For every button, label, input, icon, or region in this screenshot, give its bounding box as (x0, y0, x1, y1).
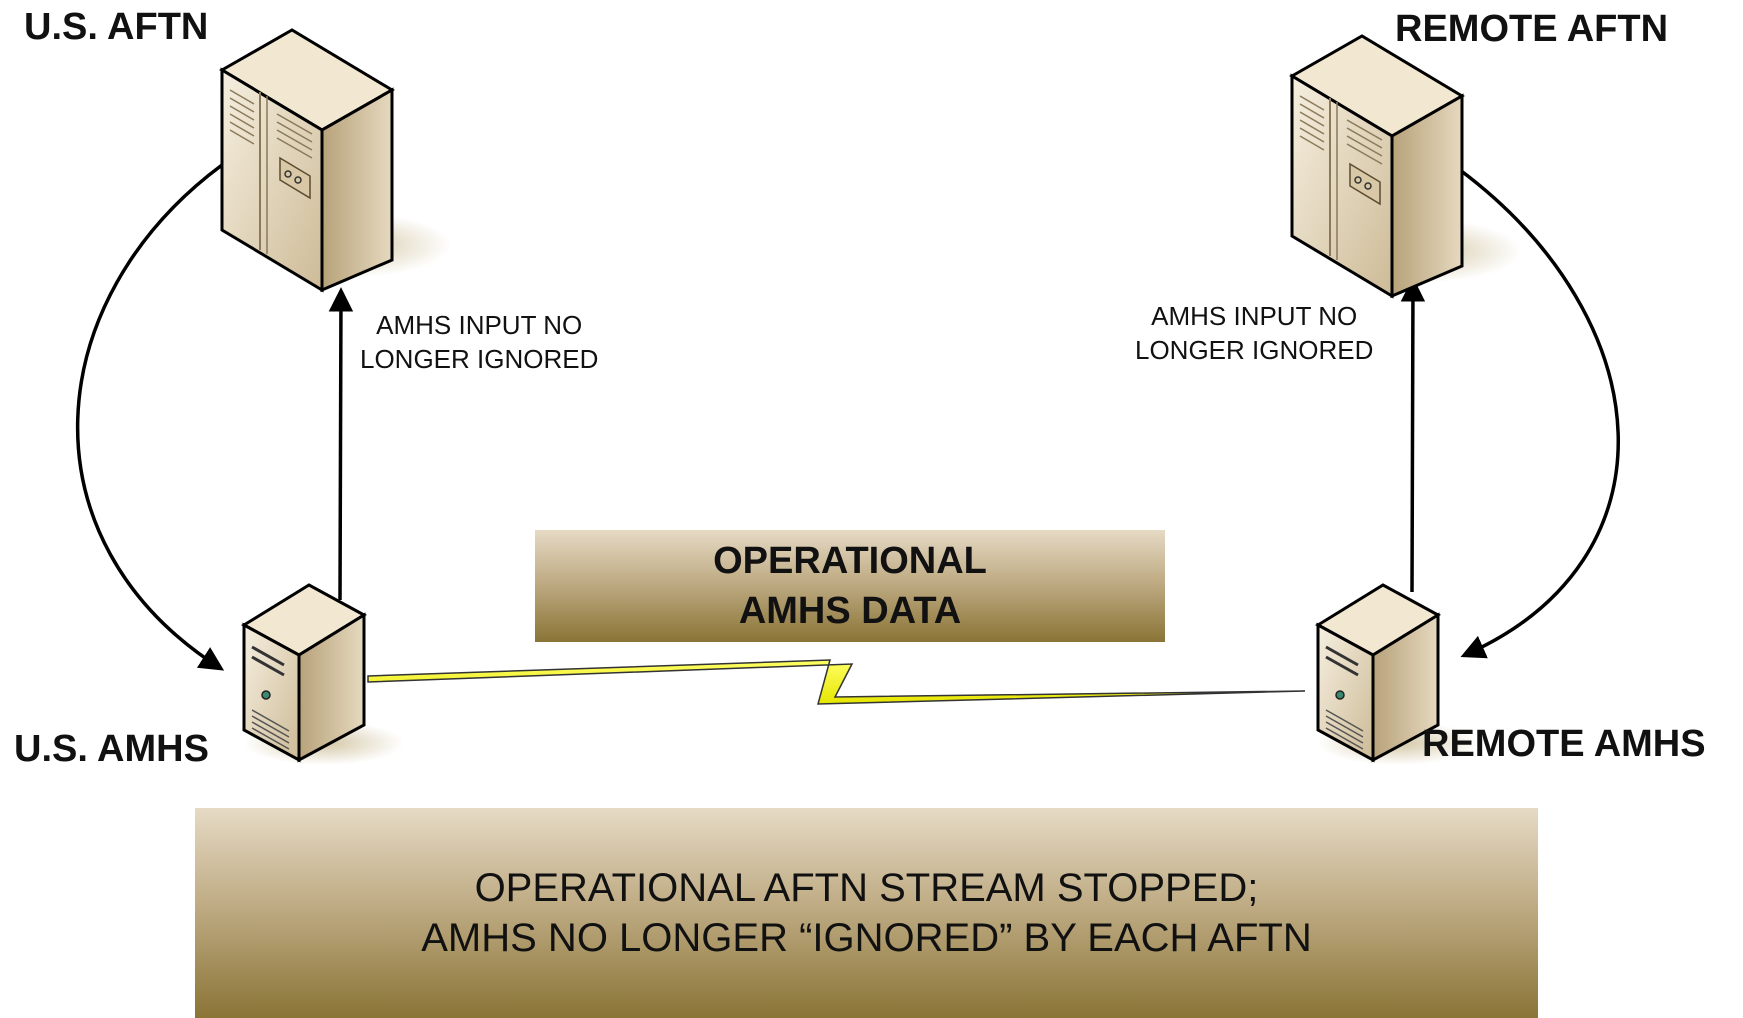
status-banner: OPERATIONAL AFTN STREAM STOPPED; AMHS NO… (195, 808, 1538, 1018)
us-aftn-label: U.S. AFTN (24, 6, 209, 48)
remote-input-note-line-2: LONGER IGNORED (1135, 335, 1374, 365)
remote-aftn-to-amhs-arrow (1458, 168, 1621, 659)
us-aftn-to-amhs-arrow (75, 163, 225, 671)
remote-input-note-line-1: AMHS INPUT NO (1151, 301, 1358, 331)
us-amhs-label: U.S. AMHS (14, 728, 209, 770)
remote-amhs-label: REMOTE AMHS (1422, 723, 1706, 765)
status-line-2: AMHS NO LONGER “IGNORED” BY EACH AFTN (421, 916, 1312, 960)
us-input-note: AMHS INPUT NO LONGER IGNORED (360, 308, 598, 376)
remote-aftn-label: REMOTE AFTN (1395, 8, 1669, 50)
remote-amhs-to-aftn-arrow (1400, 277, 1426, 593)
status-line-1: OPERATIONAL AFTN STREAM STOPPED; (474, 866, 1259, 910)
us-amhs-server-icon (241, 583, 404, 765)
us-aftn-server-icon (219, 28, 452, 293)
ops-data-line-2: AMHS DATA (738, 590, 962, 632)
lightning-bolt-icon (367, 659, 1306, 705)
us-input-note-line-1: AMHS INPUT NO (376, 310, 583, 340)
ops-data-line-1: OPERATIONAL (713, 540, 987, 582)
remote-input-note: AMHS INPUT NO LONGER IGNORED (1135, 299, 1373, 367)
operational-amhs-data-box: OPERATIONAL AMHS DATA (535, 530, 1165, 642)
us-amhs-to-aftn-arrow (328, 287, 354, 601)
remote-amhs-server-icon (1315, 583, 1478, 765)
remote-aftn-server-icon (1289, 34, 1522, 299)
us-input-note-line-2: LONGER IGNORED (360, 344, 599, 374)
